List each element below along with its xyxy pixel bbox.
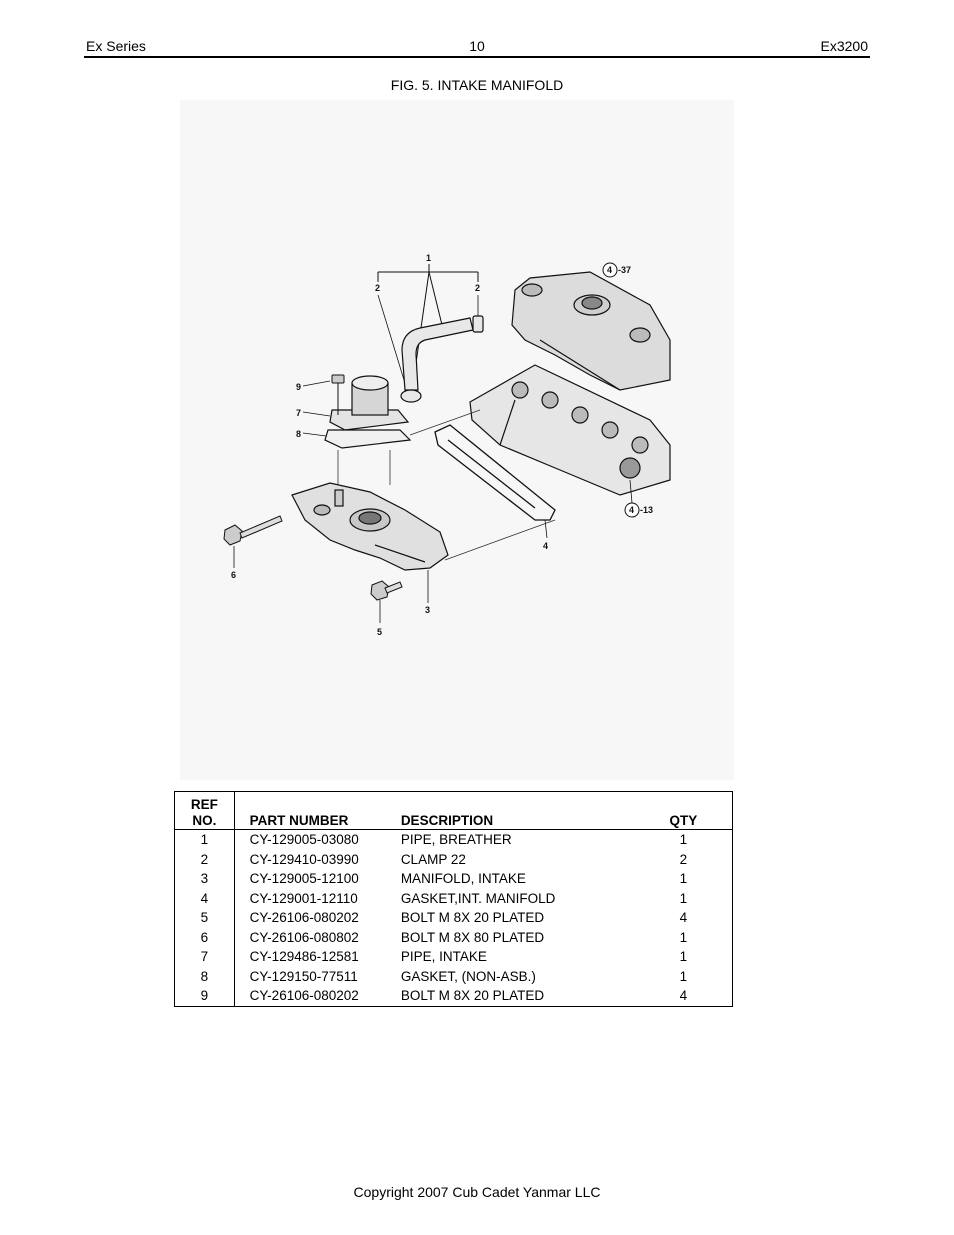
header-model: Ex3200 — [820, 38, 868, 54]
parts-table: REF NO. PART NUMBER DESCRIPTION QTY 1 CY… — [174, 791, 733, 1007]
header-rule — [84, 56, 870, 58]
cell-description: MANIFOLD, INTAKE — [400, 871, 526, 886]
table-row: 9 CY-26106-080202 BOLT M 8X 20 PLATED 4 — [174, 986, 733, 1006]
cell-qty: 1 — [679, 949, 688, 964]
cell-description: PIPE, BREATHER — [400, 832, 512, 847]
callout-4: 4 — [543, 541, 548, 551]
callout-9: 9 — [296, 382, 301, 392]
cell-qty: 4 — [679, 988, 688, 1003]
ref-circle-37 — [602, 262, 618, 278]
cell-description: PIPE, INTAKE — [400, 949, 487, 964]
cell-part-number: CY-26106-080802 — [249, 929, 359, 945]
cell-description: CLAMP 22 — [400, 851, 466, 867]
header-part-number: PART NUMBER — [234, 791, 401, 830]
ref-37-number: 4 — [607, 265, 612, 275]
table-row: 5 CY-26106-080202 BOLT M 8X 20 PLATED 4 — [174, 908, 733, 928]
bolt-5 — [370, 580, 403, 601]
page-number: 10 — [469, 38, 485, 54]
header-qty: QTY — [634, 791, 733, 830]
cell-ref: 1 — [174, 829, 235, 850]
leader-8 — [302, 432, 327, 437]
cell-ref: 9 — [174, 986, 235, 1006]
table-row: 6 CY-26106-080802 BOLT M 8X 80 PLATED 1 — [174, 927, 733, 947]
cell-part-number: CY-129410-03990 — [249, 851, 359, 867]
breather-pipe — [400, 315, 484, 403]
cell-qty: 4 — [679, 910, 688, 925]
intake-pipe — [329, 375, 410, 431]
cell-ref: 4 — [174, 888, 235, 908]
header-ref-no: REF NO. — [174, 791, 235, 830]
cell-qty: 1 — [679, 890, 688, 906]
leader-2-left — [377, 294, 409, 394]
cell-qty: 1 — [679, 968, 688, 984]
bolt-6 — [223, 515, 283, 546]
table-row: 3 CY-129005-12100 MANIFOLD, INTAKE 1 — [174, 869, 733, 889]
cell-ref: 2 — [174, 849, 235, 869]
cell-part-number: CY-129001-12110 — [249, 890, 358, 906]
callout-2-left: 2 — [375, 283, 380, 293]
ref-13-suffix: -13 — [640, 505, 653, 515]
cell-qty: 2 — [679, 851, 688, 867]
exploded-parts-diagram: 1 2 2 4 -37 — [180, 100, 734, 780]
cell-qty: 1 — [679, 871, 688, 886]
cell-qty: 1 — [679, 832, 688, 847]
intake-manifold — [291, 482, 449, 571]
cell-description: GASKET,INT. MANIFOLD — [400, 890, 556, 906]
callout-5: 5 — [377, 627, 382, 637]
cell-part-number: CY-129005-03080 — [249, 832, 359, 847]
header-series: Ex Series — [86, 38, 146, 54]
cell-ref: 3 — [174, 869, 235, 889]
header-ref-line1: REF — [190, 797, 218, 812]
table-row: 2 CY-129410-03990 CLAMP 22 2 — [174, 849, 733, 869]
cell-description: BOLT M 8X 20 PLATED — [400, 910, 545, 925]
cell-part-number: CY-129005-12100 — [249, 871, 359, 886]
cylinder-head — [469, 364, 671, 496]
callout-2-right: 2 — [475, 283, 480, 293]
figure-title: FIG. 5. INTAKE MANIFOLD — [390, 77, 564, 93]
leader-4 — [544, 519, 548, 539]
table-row: 1 CY-129005-03080 PIPE, BREATHER 1 — [174, 829, 733, 850]
intake-pipe-gasket — [324, 429, 412, 449]
cell-ref: 8 — [174, 966, 235, 986]
table-row: 8 CY-129150-77511 GASKET, (NON-ASB.) 1 — [174, 966, 733, 986]
table-row: 7 CY-129486-12581 PIPE, INTAKE 1 — [174, 947, 733, 967]
cell-qty: 1 — [679, 929, 688, 945]
leader-13 — [629, 479, 633, 504]
table-row: 4 CY-129001-12110 GASKET,INT. MANIFOLD 1 — [174, 888, 733, 908]
callout-6: 6 — [231, 570, 236, 580]
callout-1: 1 — [426, 253, 431, 263]
cell-part-number: CY-26106-080202 — [249, 988, 359, 1003]
leader-9 — [302, 380, 331, 387]
valve-cover — [511, 271, 671, 391]
cell-ref: 7 — [174, 947, 235, 967]
cell-part-number: CY-129150-77511 — [249, 968, 358, 984]
cell-description: GASKET, (NON-ASB.) — [400, 968, 536, 984]
parts-table-header: REF NO. PART NUMBER DESCRIPTION QTY — [174, 791, 733, 830]
header-ref-line2: NO. — [192, 813, 217, 828]
callout-3: 3 — [425, 605, 430, 615]
bolt-9 — [331, 374, 345, 415]
cell-part-number: CY-129486-12581 — [249, 949, 359, 964]
manifold-gasket — [434, 424, 556, 521]
leader-7 — [302, 411, 331, 417]
cell-part-number: CY-26106-080202 — [249, 910, 359, 925]
ref-13-number: 4 — [629, 505, 634, 515]
cell-ref: 5 — [174, 908, 235, 928]
callout-7: 7 — [296, 408, 301, 418]
ref-37-suffix: -37 — [618, 265, 631, 275]
callout-8: 8 — [296, 429, 301, 439]
cell-description: BOLT M 8X 80 PLATED — [400, 929, 545, 945]
cell-ref: 6 — [174, 927, 235, 947]
copyright-footer: Copyright 2007 Cub Cadet Yanmar LLC — [353, 1184, 601, 1200]
header-description: DESCRIPTION — [400, 791, 635, 830]
cell-description: BOLT M 8X 20 PLATED — [400, 988, 545, 1003]
callout-1-bracket — [377, 264, 479, 371]
